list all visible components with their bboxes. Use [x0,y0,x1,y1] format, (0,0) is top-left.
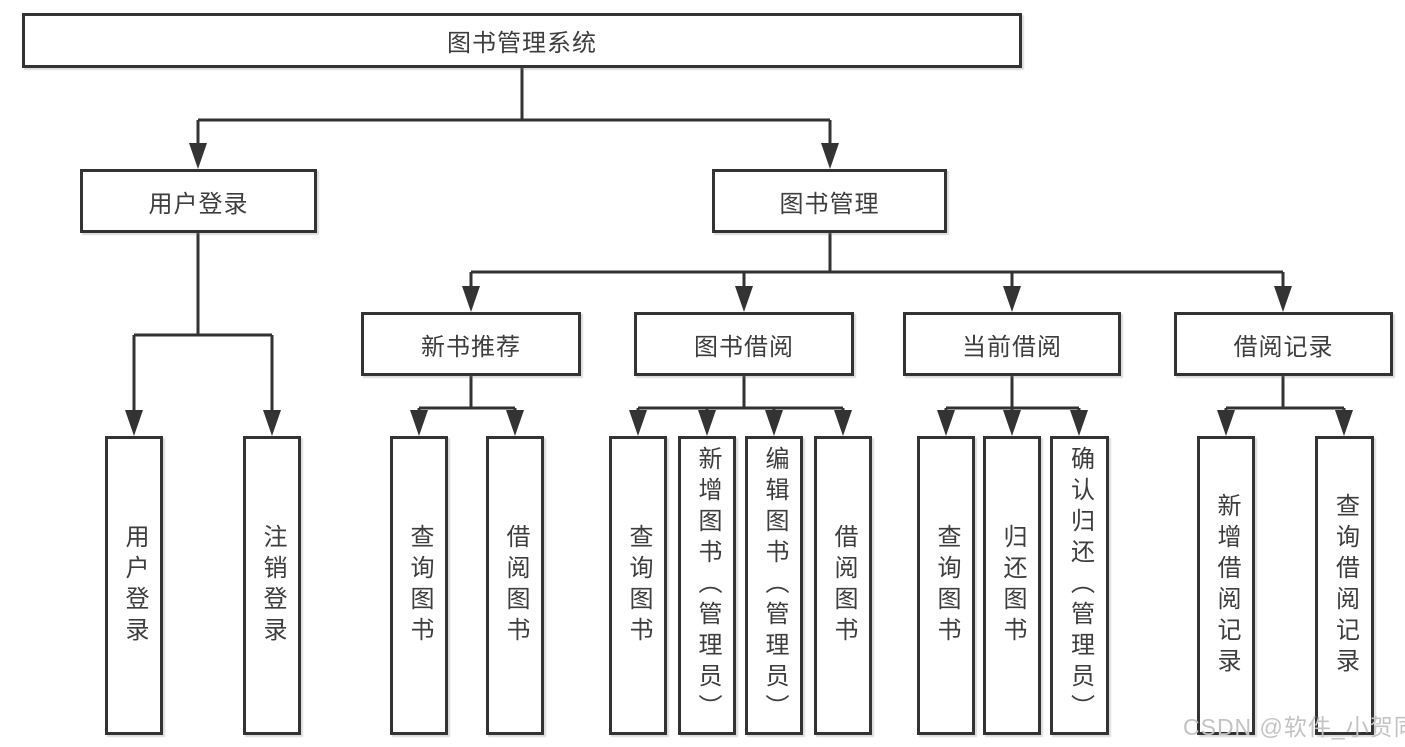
node-current-borrow: 当前借阅 [903,312,1121,376]
node-root-system: 图书管理系统 [22,13,1022,68]
leaf-query-books-borrow: 查询图书 [609,436,667,735]
arrowheads [125,143,1353,436]
leaf-query-books-current: 查询图书 [917,436,975,735]
leaf-query-borrow-record: 查询借阅记录 [1315,436,1374,735]
node-label: 当前借阅 [962,333,1062,361]
leaf-query-books-recommend: 查询图书 [390,436,448,735]
node-book-borrow: 图书借阅 [634,312,854,376]
node-label: 查询图书 [406,523,433,648]
node-label: 借阅图书 [830,523,857,648]
node-label: 查询图书 [933,523,960,648]
leaf-return-book: 归还图书 [983,436,1041,735]
node-label: 借阅记录 [1233,333,1334,361]
leaf-add-borrow-record: 新增借阅记录 [1197,436,1255,735]
node-label: 图书管理 [779,190,880,218]
node-label: 图书借阅 [694,333,794,361]
leaf-borrow-books: 借阅图书 [814,436,872,735]
leaf-borrow-books-recommend: 借阅图书 [486,436,544,735]
node-label: 新增借阅记录 [1213,492,1240,679]
leaf-add-book-admin: 新增图书（管理员） [678,436,736,735]
node-label: 编辑图书（管理员） [761,446,788,725]
node-label: 借阅图书 [502,523,529,648]
node-label: 用户登录 [148,190,249,218]
node-book-management: 图书管理 [712,169,947,233]
leaf-edit-book-admin: 编辑图书（管理员） [745,436,803,735]
leaf-user-login: 用户登录 [105,436,163,735]
node-label: 确认归还（管理员） [1066,446,1094,725]
node-label: 新增图书（管理员） [694,446,721,725]
node-user-login: 用户登录 [80,169,317,233]
node-label: 归还图书 [999,523,1026,648]
csdn-watermark: CSDN @软件_小贺同学 [1183,714,1405,740]
node-label: 注销登录 [259,523,286,648]
node-label: 新书推荐 [421,333,521,361]
node-label: 查询图书 [625,523,652,648]
leaf-logout: 注销登录 [243,436,301,735]
node-borrow-records: 借阅记录 [1174,312,1393,376]
node-new-book-recommend: 新书推荐 [361,312,581,376]
node-label: 查询借阅记录 [1331,492,1359,679]
leaf-confirm-return-admin: 确认归还（管理员） [1050,436,1109,735]
node-label: 用户登录 [121,523,148,648]
node-label: 图书管理系统 [447,30,597,57]
